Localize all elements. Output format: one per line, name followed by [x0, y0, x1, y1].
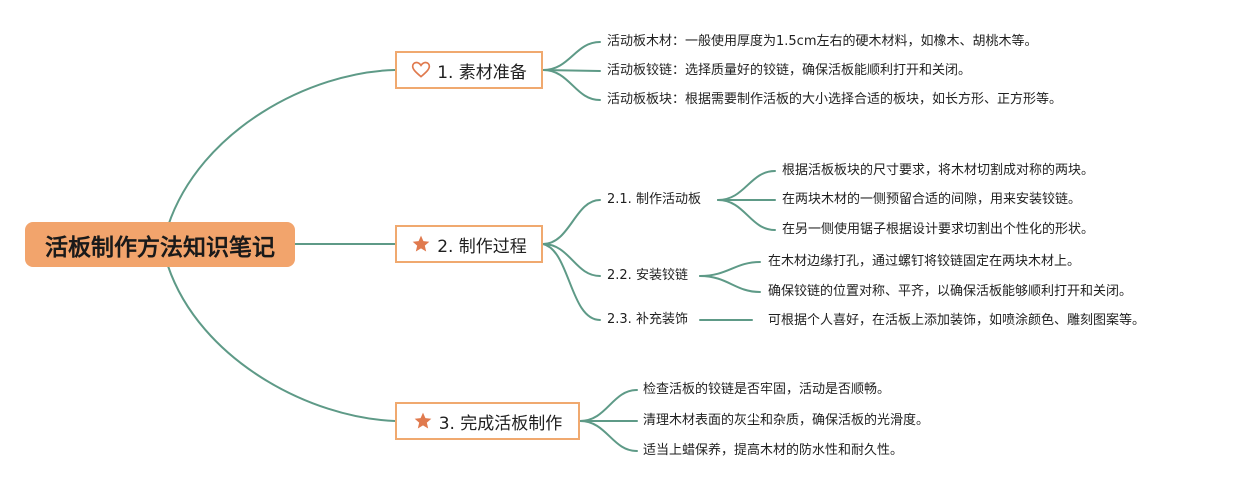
sub-install-hinge[interactable]: 2.2. 安装铰链	[607, 268, 688, 283]
leaf-clean: 清理木材表面的灰尘和杂质，确保活板的光滑度。	[643, 413, 930, 428]
root-title: 活板制作方法知识笔记	[45, 234, 275, 261]
leaf-wood: 活动板木材：一般使用厚度为1.5cm左右的硬木材料，如橡木、胡桃木等。	[607, 34, 1038, 49]
link-b3-l1	[579, 389, 638, 422]
branch-process[interactable]: 2. 制作过程	[395, 225, 543, 263]
link-b2-s3	[542, 243, 601, 321]
link-s2-l1	[699, 261, 761, 277]
root-topic[interactable]: 活板制作方法知识笔记	[25, 222, 295, 267]
leaf-cut: 根据活板板块的尺寸要求，将木材切割成对称的两块。	[782, 163, 1095, 178]
branch-label: 1. 素材准备	[437, 62, 527, 83]
link-s1-l3	[717, 199, 776, 231]
leaf-board: 活动板板块：根据需要制作活板的大小选择合适的板块，如长方形、正方形等。	[607, 92, 1063, 107]
leaf-wax: 适当上蜡保养，提高木材的防水性和耐久性。	[643, 443, 904, 458]
branch-finish[interactable]: 3. 完成活板制作	[395, 402, 580, 440]
link-b1-l3	[542, 69, 601, 101]
branch-label: 3. 完成活板制作	[438, 413, 563, 434]
link-s1-l1	[717, 170, 776, 201]
link-b2-s1	[542, 199, 601, 245]
branch-materials[interactable]: 1. 素材准备	[395, 51, 543, 89]
link-b2-s2	[542, 243, 601, 277]
star-icon	[413, 411, 433, 431]
link-b3-l3	[579, 420, 638, 452]
leaf-drill: 在木材边缘打孔，通过螺钉将铰链固定在两块木材上。	[768, 254, 1081, 269]
leaf-hinge: 活动板铰链：选择质量好的铰链，确保活板能顺利打开和关闭。	[607, 63, 972, 78]
leaf-gap: 在两块木材的一侧预留合适的间隙，用来安装铰链。	[782, 192, 1082, 207]
sub-decorate[interactable]: 2.3. 补充装饰	[607, 312, 688, 327]
leaf-align: 确保铰链的位置对称、平齐，以确保活板能够顺利打开和关闭。	[768, 284, 1133, 299]
link-b1-l2	[542, 69, 601, 72]
leaf-check: 检查活板的铰链是否牢固，活动是否顺畅。	[643, 382, 891, 397]
sub-make-board[interactable]: 2.1. 制作活动板	[607, 192, 701, 207]
link-root-b1	[167, 69, 396, 227]
link-s2-l2	[699, 275, 761, 293]
link-b1-l1	[542, 41, 601, 71]
star-icon	[411, 234, 431, 254]
leaf-decor: 可根据个人喜好，在活板上添加装饰，如喷涂颜色、雕刻图案等。	[768, 313, 1146, 328]
heart-icon	[411, 60, 431, 80]
leaf-shape: 在另一侧使用锯子根据设计要求切割出个性化的形状。	[782, 222, 1095, 237]
branch-label: 2. 制作过程	[437, 236, 527, 257]
link-root-b3	[167, 265, 396, 422]
